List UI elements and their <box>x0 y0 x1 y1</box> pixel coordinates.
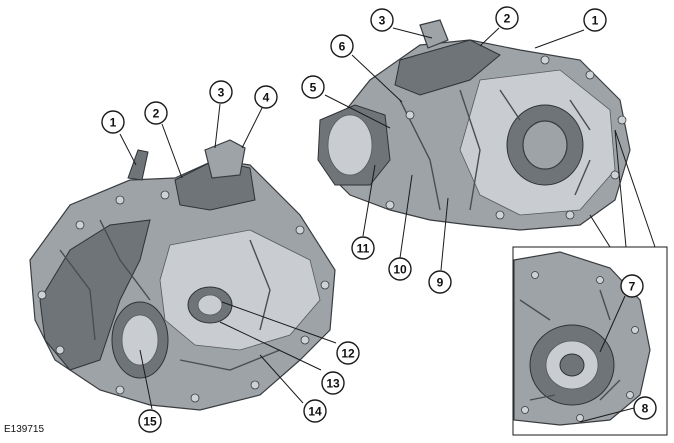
callout-number: 13 <box>326 377 340 391</box>
callout-circle <box>428 270 452 294</box>
callout-circle <box>495 6 519 30</box>
callout-right-11: 11 <box>351 236 375 260</box>
figure-id-label: E139715 <box>4 424 45 435</box>
callout-number: 14 <box>308 405 322 419</box>
callout-number: 2 <box>153 107 160 121</box>
callout-number: 4 <box>263 91 270 105</box>
callout-circle <box>330 34 354 58</box>
callout-left-14: 14 <box>303 399 327 423</box>
callout-circle <box>254 85 278 109</box>
callout-left-4: 4 <box>254 85 278 109</box>
callout-number: 8 <box>642 402 649 416</box>
callout-circle <box>388 257 412 281</box>
left-transmission-illustration <box>29 139 336 411</box>
callout-circle <box>209 80 233 104</box>
callout-circle <box>583 8 607 32</box>
callout-circle <box>101 110 125 134</box>
leader-lines <box>119 27 635 423</box>
callout-circle <box>620 274 644 298</box>
callout-number: 1 <box>110 116 117 130</box>
callout-number: 1 <box>592 14 599 28</box>
callout-left-3: 3 <box>209 80 233 104</box>
callout-number: 9 <box>437 276 444 290</box>
callout-number: 3 <box>379 14 386 28</box>
callout-number: 15 <box>143 415 157 429</box>
callout-inset-7: 7 <box>620 274 644 298</box>
callout-number: 7 <box>629 280 636 294</box>
callout-number: 3 <box>218 86 225 100</box>
callout-number: 5 <box>310 81 317 95</box>
callout-number: 11 <box>357 242 370 256</box>
callout-circle <box>138 409 162 433</box>
callout-right-1: 1 <box>583 8 607 32</box>
callout-left-12: 12 <box>336 341 360 365</box>
callout-circle <box>144 101 168 125</box>
callout-right-3: 3 <box>370 8 394 32</box>
callout-left-15: 15 <box>138 409 162 433</box>
right-transmission-illustration <box>317 19 631 231</box>
callout-right-2: 2 <box>495 6 519 30</box>
callout-number: 12 <box>341 347 355 361</box>
callout-number: 6 <box>339 40 346 54</box>
callout-circle <box>351 236 375 260</box>
callout-circle <box>336 341 360 365</box>
callout-inset-8: 8 <box>633 396 657 420</box>
callout-right-5: 5 <box>301 75 325 99</box>
callout-circle <box>321 371 345 395</box>
callout-left-2: 2 <box>144 101 168 125</box>
callout-right-6: 6 <box>330 34 354 58</box>
callout-left-1: 1 <box>101 110 125 134</box>
callout-number: 10 <box>393 263 407 277</box>
callout-right-9: 9 <box>428 270 452 294</box>
callout-circle <box>303 399 327 423</box>
callout-circle <box>633 396 657 420</box>
callout-circle <box>301 75 325 99</box>
callout-number: 2 <box>504 12 511 26</box>
callout-left-13: 13 <box>321 371 345 395</box>
callout-right-10: 10 <box>388 257 412 281</box>
callout-circle <box>370 8 394 32</box>
